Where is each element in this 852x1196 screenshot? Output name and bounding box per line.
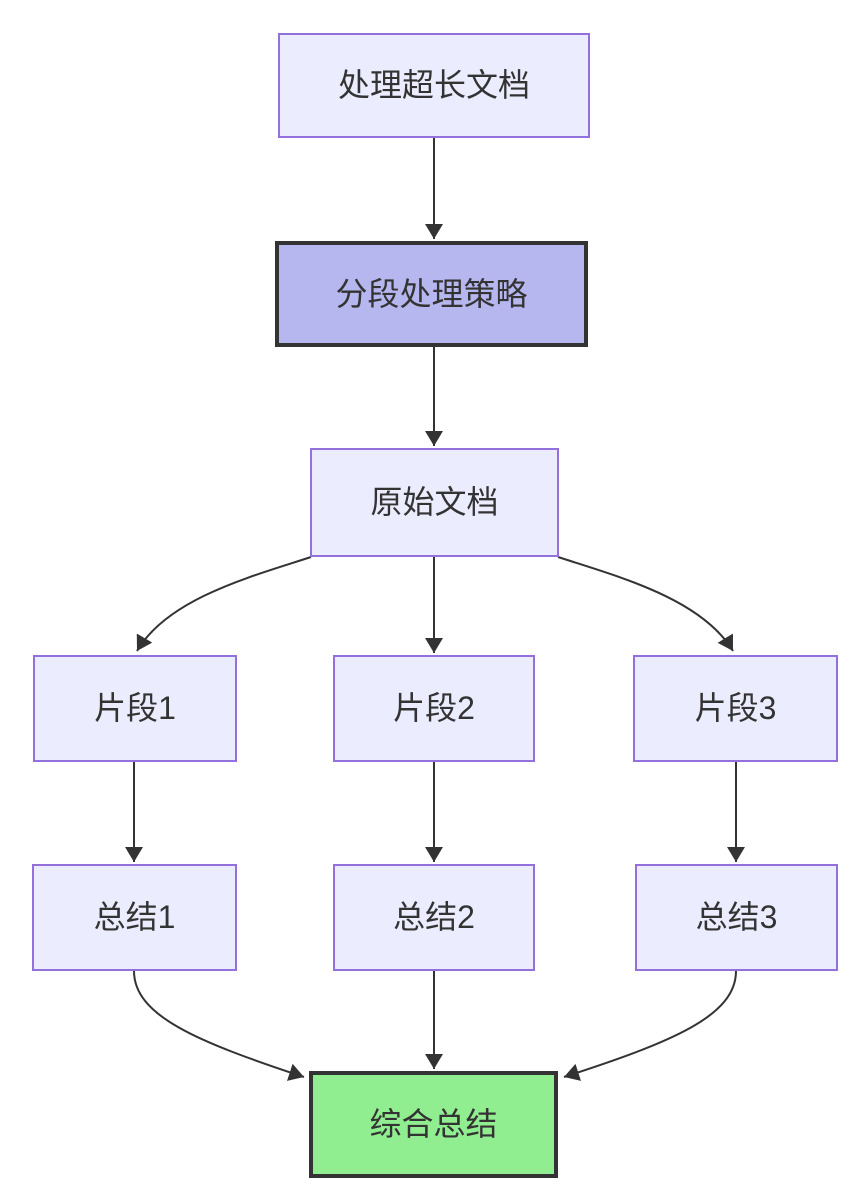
node-label: 总结2	[393, 899, 475, 936]
node-segment-1: 片段1	[33, 655, 237, 762]
node-label: 总结3	[695, 899, 778, 936]
node-segment-3: 片段3	[633, 655, 838, 762]
node-summary-1: 总结1	[32, 864, 237, 971]
node-process-long-document: 处理超长文档	[278, 33, 590, 138]
node-label: 综合总结	[369, 1106, 498, 1143]
node-summary-2: 总结2	[333, 864, 535, 971]
edge-c-d1	[136, 556, 312, 652]
node-label: 片段1	[94, 690, 176, 727]
node-label: 总结1	[93, 899, 176, 936]
node-label: 原始文档	[370, 484, 499, 521]
edge-e1-f	[133, 970, 305, 1081]
edge-e3-f	[563, 970, 737, 1081]
node-label: 处理超长文档	[337, 67, 530, 104]
edge-c-d3	[557, 556, 734, 652]
node-segmentation-strategy: 分段处理策略	[275, 241, 588, 347]
node-summary-3: 总结3	[635, 864, 838, 971]
node-original-document: 原始文档	[310, 448, 559, 557]
node-label: 片段2	[393, 690, 475, 727]
node-segment-2: 片段2	[333, 655, 535, 762]
node-combined-summary: 综合总结	[309, 1071, 558, 1178]
node-label: 分段处理策略	[335, 275, 528, 312]
node-label: 片段3	[694, 690, 777, 727]
